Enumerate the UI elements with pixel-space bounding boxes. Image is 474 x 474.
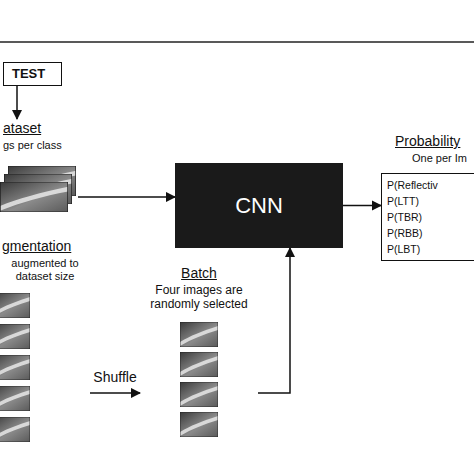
node-text: Probability — [380, 133, 474, 149]
top-rule — [0, 41, 474, 43]
edge-label: Shuffle — [91, 369, 138, 385]
node-text: gmentation — [0, 238, 90, 254]
node-text: CNN — [235, 193, 283, 219]
flow-arrow — [78, 196, 175, 198]
flow-arrow — [90, 392, 140, 394]
dataset-group: ataset gs per class — [2, 120, 78, 216]
augmented-image — [0, 386, 30, 411]
batch-group: BatchFour images are randomly selected — [140, 265, 258, 443]
node-subtext: P(LTT) — [387, 193, 471, 209]
flow-arrow — [16, 86, 18, 119]
node-subtext: augmented to dataset size — [0, 257, 90, 283]
node-text: ataset — [2, 120, 78, 136]
batch-image — [180, 322, 218, 347]
node-text: P(Reflectiv — [387, 177, 471, 193]
node-subtext: P(LBT) — [387, 241, 471, 257]
cnn-box: CNN — [175, 163, 343, 248]
node-subtext: gs per class — [2, 139, 78, 151]
node-text: TEST — [12, 66, 53, 81]
batch-image — [180, 382, 218, 407]
cnn-label-wrap: CNN — [235, 193, 283, 219]
node-subtext: P(TBR) — [387, 209, 471, 225]
node-subtext: One per Im — [380, 152, 474, 164]
augmented-image — [0, 355, 30, 380]
augmentation-group: gmentation augmented to dataset size — [0, 238, 90, 448]
probability-box: P(ReflectivP(LTT)P(TBR)P(RBB)P(LBT) — [381, 173, 474, 261]
node-subtext: Four images are randomly selected — [140, 283, 258, 311]
batch-image — [180, 352, 218, 377]
flow-arrow — [258, 248, 290, 393]
test-box: TEST — [3, 62, 62, 86]
dataset-image — [0, 182, 68, 212]
batch-image — [180, 412, 218, 437]
node-subtext: P(RBB) — [387, 225, 471, 241]
node-text: Batch — [140, 265, 258, 281]
augmented-image — [0, 324, 30, 349]
probability-group: ProbabilityOne per ImP(ReflectivP(LTT)P(… — [380, 133, 474, 260]
flow-arrow — [343, 205, 381, 207]
augmented-image — [0, 417, 30, 442]
augmented-image — [0, 293, 30, 318]
